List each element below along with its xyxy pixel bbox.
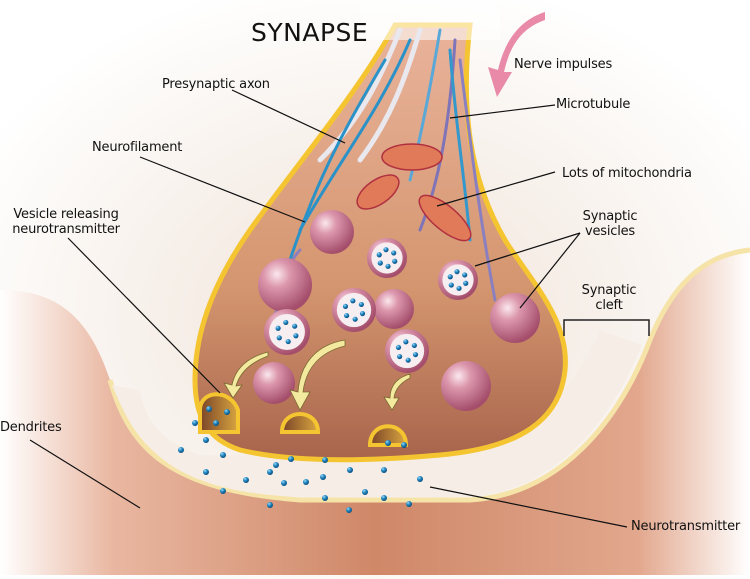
label-presynaptic-axon: Presynaptic axon	[162, 77, 270, 92]
neurotransmitter-dot	[359, 310, 366, 317]
neurotransmitter-dot	[178, 447, 184, 453]
label-synaptic-vesicles-line1: Synaptic	[582, 209, 638, 224]
label-synaptic-vesicles-line2: vesicles	[584, 224, 635, 239]
synaptic-cleft-bracket	[563, 319, 650, 336]
neurotransmitter-dot	[342, 303, 349, 310]
neurotransmitter-dot	[448, 282, 454, 288]
neurotransmitter-dot	[220, 452, 226, 458]
label-synaptic-cleft-line2: cleft	[595, 298, 623, 313]
filled-vesicle	[438, 260, 478, 300]
filled-vesicles	[264, 238, 478, 373]
label-neurotransmitter: Neurotransmitter	[631, 519, 741, 534]
neurotransmitter-dot	[281, 480, 287, 486]
filled-vesicle	[332, 288, 376, 332]
neurotransmitter-dot	[275, 325, 281, 331]
neurotransmitter-dot	[203, 469, 209, 475]
filled-vesicle	[367, 238, 407, 278]
neurotransmitter-dot	[381, 467, 387, 473]
label-neurofilament: Neurofilament	[92, 140, 183, 155]
neurotransmitter-dot	[276, 335, 282, 341]
label-nerve-impulses: Nerve impulses	[514, 57, 613, 72]
neurotransmitter-dot	[406, 501, 412, 507]
neurotransmitter-dot	[283, 319, 289, 326]
neurotransmitter-dot	[454, 269, 460, 275]
neurotransmitter-dot	[293, 333, 299, 339]
label-synaptic-cleft: Synaptic cleft	[577, 283, 641, 313]
neurotransmitter-dot	[383, 247, 389, 253]
neurotransmitter-dot	[224, 409, 230, 415]
neurotransmitter-dot	[403, 339, 409, 345]
neurotransmitter-dot	[267, 469, 273, 475]
leader-lines	[29, 89, 628, 528]
neurotransmitter-dot	[447, 274, 453, 280]
neurotransmitter-dot	[292, 323, 298, 329]
neurotransmitter-dot	[285, 338, 291, 345]
neurotransmitter-dot	[346, 507, 352, 513]
neurotransmitter-dot	[385, 440, 391, 446]
neurotransmitter-dot	[350, 298, 356, 304]
neurotransmitter-dot	[322, 457, 328, 463]
neurotransmitter-dot	[376, 252, 382, 258]
neurotransmitter-dot	[273, 462, 279, 468]
neurotransmitter-dot	[220, 488, 226, 494]
neurotransmitter-dot	[417, 476, 423, 482]
label-synaptic-cleft-line1: Synaptic	[581, 283, 637, 298]
mitochondria	[356, 143, 472, 242]
neurotransmitter-dot	[358, 301, 364, 308]
nerve-impulse-arrow	[488, 12, 545, 97]
neurotransmitter-dot	[401, 442, 407, 448]
synaptic-cleft	[112, 330, 642, 497]
page-title: SYNAPSE	[251, 18, 369, 47]
neurotransmitter-dot	[411, 342, 417, 349]
label-synaptic-vesicles: Synaptic vesicles	[578, 209, 642, 239]
neurotransmitter-dot	[347, 467, 353, 473]
neurotransmitter-dot	[288, 456, 294, 462]
neurotransmitter-dot	[322, 495, 328, 501]
neurotransmitter-dots	[178, 406, 423, 513]
neurotransmitter-dot	[385, 263, 391, 269]
neurotransmitter-dot	[267, 502, 273, 508]
neurotransmitter-dot	[320, 474, 326, 480]
neurotransmitter-dot	[377, 260, 383, 266]
neurotransmitter-dot	[344, 312, 350, 319]
neurotransmitter-dot	[362, 489, 368, 495]
label-dendrites: Dendrites	[0, 420, 62, 435]
release-arrows	[223, 339, 411, 411]
neurotransmitter-dot	[391, 250, 397, 256]
filled-vesicle	[264, 309, 310, 355]
label-microtubule: Microtubule	[556, 97, 631, 112]
dendrite-membrane	[107, 247, 750, 503]
neurotransmitter-dot	[463, 280, 469, 286]
neurotransmitter-dot	[203, 437, 209, 443]
label-vesicle-releasing-line1: Vesicle releasing	[13, 207, 119, 222]
neurotransmitter-dot	[392, 258, 398, 264]
neurotransmitter-dot	[243, 477, 249, 483]
label-vesicle-releasing: Vesicle releasing neurotransmitter	[6, 207, 126, 237]
neurotransmitter-dot	[213, 420, 219, 426]
neurotransmitter-dot	[412, 351, 419, 358]
filled-vesicle	[385, 329, 429, 373]
label-vesicle-releasing-line2: neurotransmitter	[12, 222, 120, 237]
neurotransmitter-dot	[381, 495, 387, 501]
neurotransmitter-dot	[352, 316, 358, 322]
dendrite-shape	[0, 250, 750, 575]
neurotransmitter-dot	[192, 420, 198, 426]
neurotransmitter-dot	[405, 357, 411, 363]
neurotransmitter-dot	[462, 272, 468, 278]
neurotransmitter-dot	[206, 406, 212, 412]
neurotransmitter-dot	[303, 479, 309, 485]
neurotransmitter-dot	[456, 285, 462, 291]
vesicles	[253, 210, 540, 411]
neurotransmitter-dot	[397, 353, 403, 360]
release-pocket-1	[198, 392, 240, 434]
label-mitochondria: Lots of mitochondria	[562, 166, 692, 181]
neurotransmitter-dot	[395, 344, 402, 351]
release-pocket-2	[279, 412, 321, 434]
